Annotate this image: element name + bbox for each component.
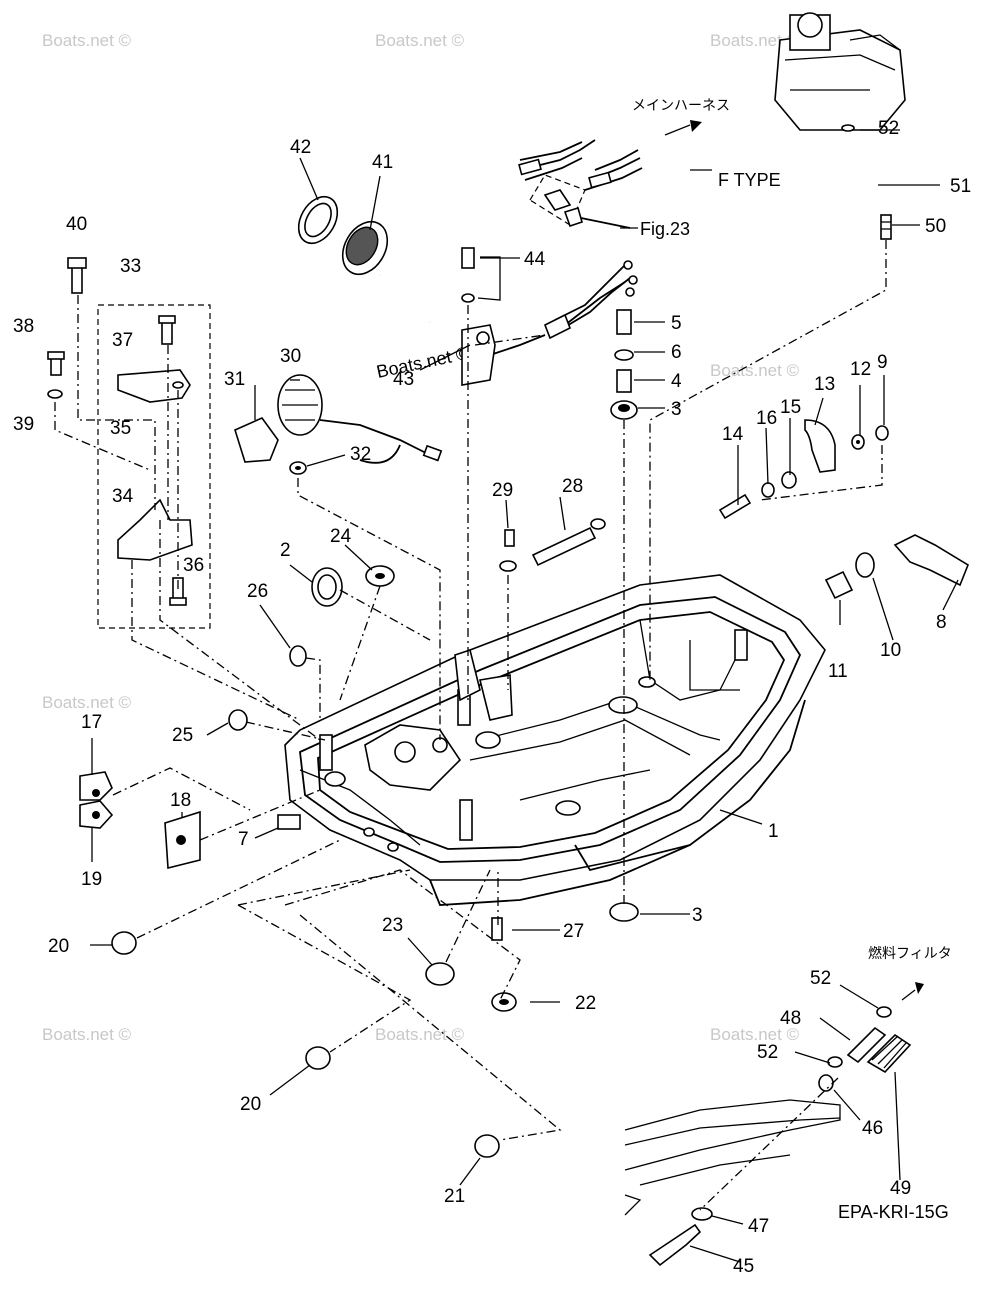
main-harness-note: メインハーネス: [632, 98, 730, 114]
callout-47: 47: [748, 1216, 769, 1237]
watermark: Boats.net ©: [375, 1025, 465, 1044]
callout-labels: 1 2 3 3 4 5 6 7 8 9 10 11 12 13 14 15 16…: [13, 118, 971, 1277]
watermark-layer: Boats.net © Boats.net © Boats.net © Boat…: [42, 31, 800, 1044]
wire-harness: [489, 120, 702, 356]
callout-5: 5: [671, 313, 682, 334]
callout-16: 16: [756, 408, 777, 429]
callout-52: 52: [878, 118, 899, 139]
diagram-code: EPA-KRI-15G: [838, 1202, 949, 1222]
callout-39: 39: [13, 414, 34, 435]
watermark-overlay: Boats.net ©: [375, 343, 471, 382]
callout-28: 28: [562, 476, 583, 497]
callout-36: 36: [183, 555, 204, 576]
leader-lines: [54, 129, 959, 1263]
callout-15: 15: [780, 397, 801, 418]
watermark: Boats.net ©: [42, 693, 132, 712]
callout-3: 3: [671, 399, 682, 420]
grommet-41-42: [297, 195, 433, 325]
callout-37: 37: [112, 330, 133, 351]
callout-33: 33: [120, 256, 141, 277]
left-subassembly: [47, 257, 443, 629]
callout-52: 52: [810, 968, 831, 989]
middle-parts: [228, 518, 606, 830]
callout-40: 40: [66, 214, 87, 235]
callout-31: 31: [224, 369, 245, 390]
callout-20: 20: [240, 1094, 261, 1115]
callout-30: 30: [280, 346, 301, 367]
callout-18: 18: [170, 790, 191, 811]
lower-right-parts: [624, 982, 924, 1267]
bottom-cowling: [284, 574, 826, 906]
callout-51: 51: [950, 176, 971, 197]
callout-41: 41: [372, 152, 393, 173]
callout-24: 24: [330, 526, 352, 547]
f-type-note: F TYPE: [718, 170, 781, 190]
callout-38: 38: [13, 316, 34, 337]
callout-11: 11: [828, 661, 848, 682]
bracket-43: [461, 247, 496, 386]
callout-20: 20: [48, 936, 69, 957]
callout-42: 42: [290, 137, 311, 158]
fuel-pump-assembly: [774, 12, 906, 240]
callout-43: 43: [393, 369, 414, 390]
callout-3: 3: [692, 905, 703, 926]
callout-35: 35: [110, 418, 131, 439]
callout-45: 45: [733, 1256, 754, 1277]
watermark: Boats.net ©: [710, 1025, 800, 1044]
callout-22: 22: [575, 993, 596, 1014]
watermark: Boats.net ©: [710, 31, 800, 50]
callout-29: 29: [492, 480, 513, 501]
watermark: Boats.net ©: [710, 361, 800, 380]
callout-19: 19: [81, 869, 102, 890]
callout-1: 1: [768, 821, 779, 842]
callout-46: 46: [862, 1118, 883, 1139]
callout-44: 44: [524, 249, 546, 270]
callout-32: 32: [350, 444, 371, 465]
right-subassembly: [610, 309, 969, 600]
watermark: Boats.net ©: [42, 1025, 132, 1044]
callout-34: 34: [112, 486, 134, 507]
watermark: Boats.net ©: [42, 31, 132, 50]
callout-9: 9: [877, 352, 888, 373]
callout-48: 48: [780, 1008, 801, 1029]
lower-left-parts: [79, 771, 639, 1158]
callout-12: 12: [850, 359, 871, 380]
callout-6: 6: [671, 342, 682, 363]
watermark: Boats.net ©: [375, 31, 465, 50]
callout-21: 21: [444, 1186, 465, 1207]
callout-23: 23: [382, 915, 403, 936]
callout-17: 17: [81, 712, 102, 733]
callout-14: 14: [722, 424, 744, 445]
callout-50: 50: [925, 216, 946, 237]
callout-49: 49: [890, 1178, 911, 1199]
fuel-filter-note: 燃料フィルタ: [868, 945, 952, 962]
callout-27: 27: [563, 921, 584, 942]
callout-10: 10: [880, 640, 901, 661]
callout-13: 13: [814, 374, 835, 395]
callout-52: 52: [757, 1042, 778, 1063]
callout-7: 7: [238, 829, 249, 850]
fig-reference: Fig.23: [640, 219, 690, 239]
callout-26: 26: [247, 581, 268, 602]
callout-2: 2: [280, 540, 291, 561]
callout-4: 4: [671, 371, 682, 392]
callout-8: 8: [936, 612, 947, 633]
callout-25: 25: [172, 725, 193, 746]
